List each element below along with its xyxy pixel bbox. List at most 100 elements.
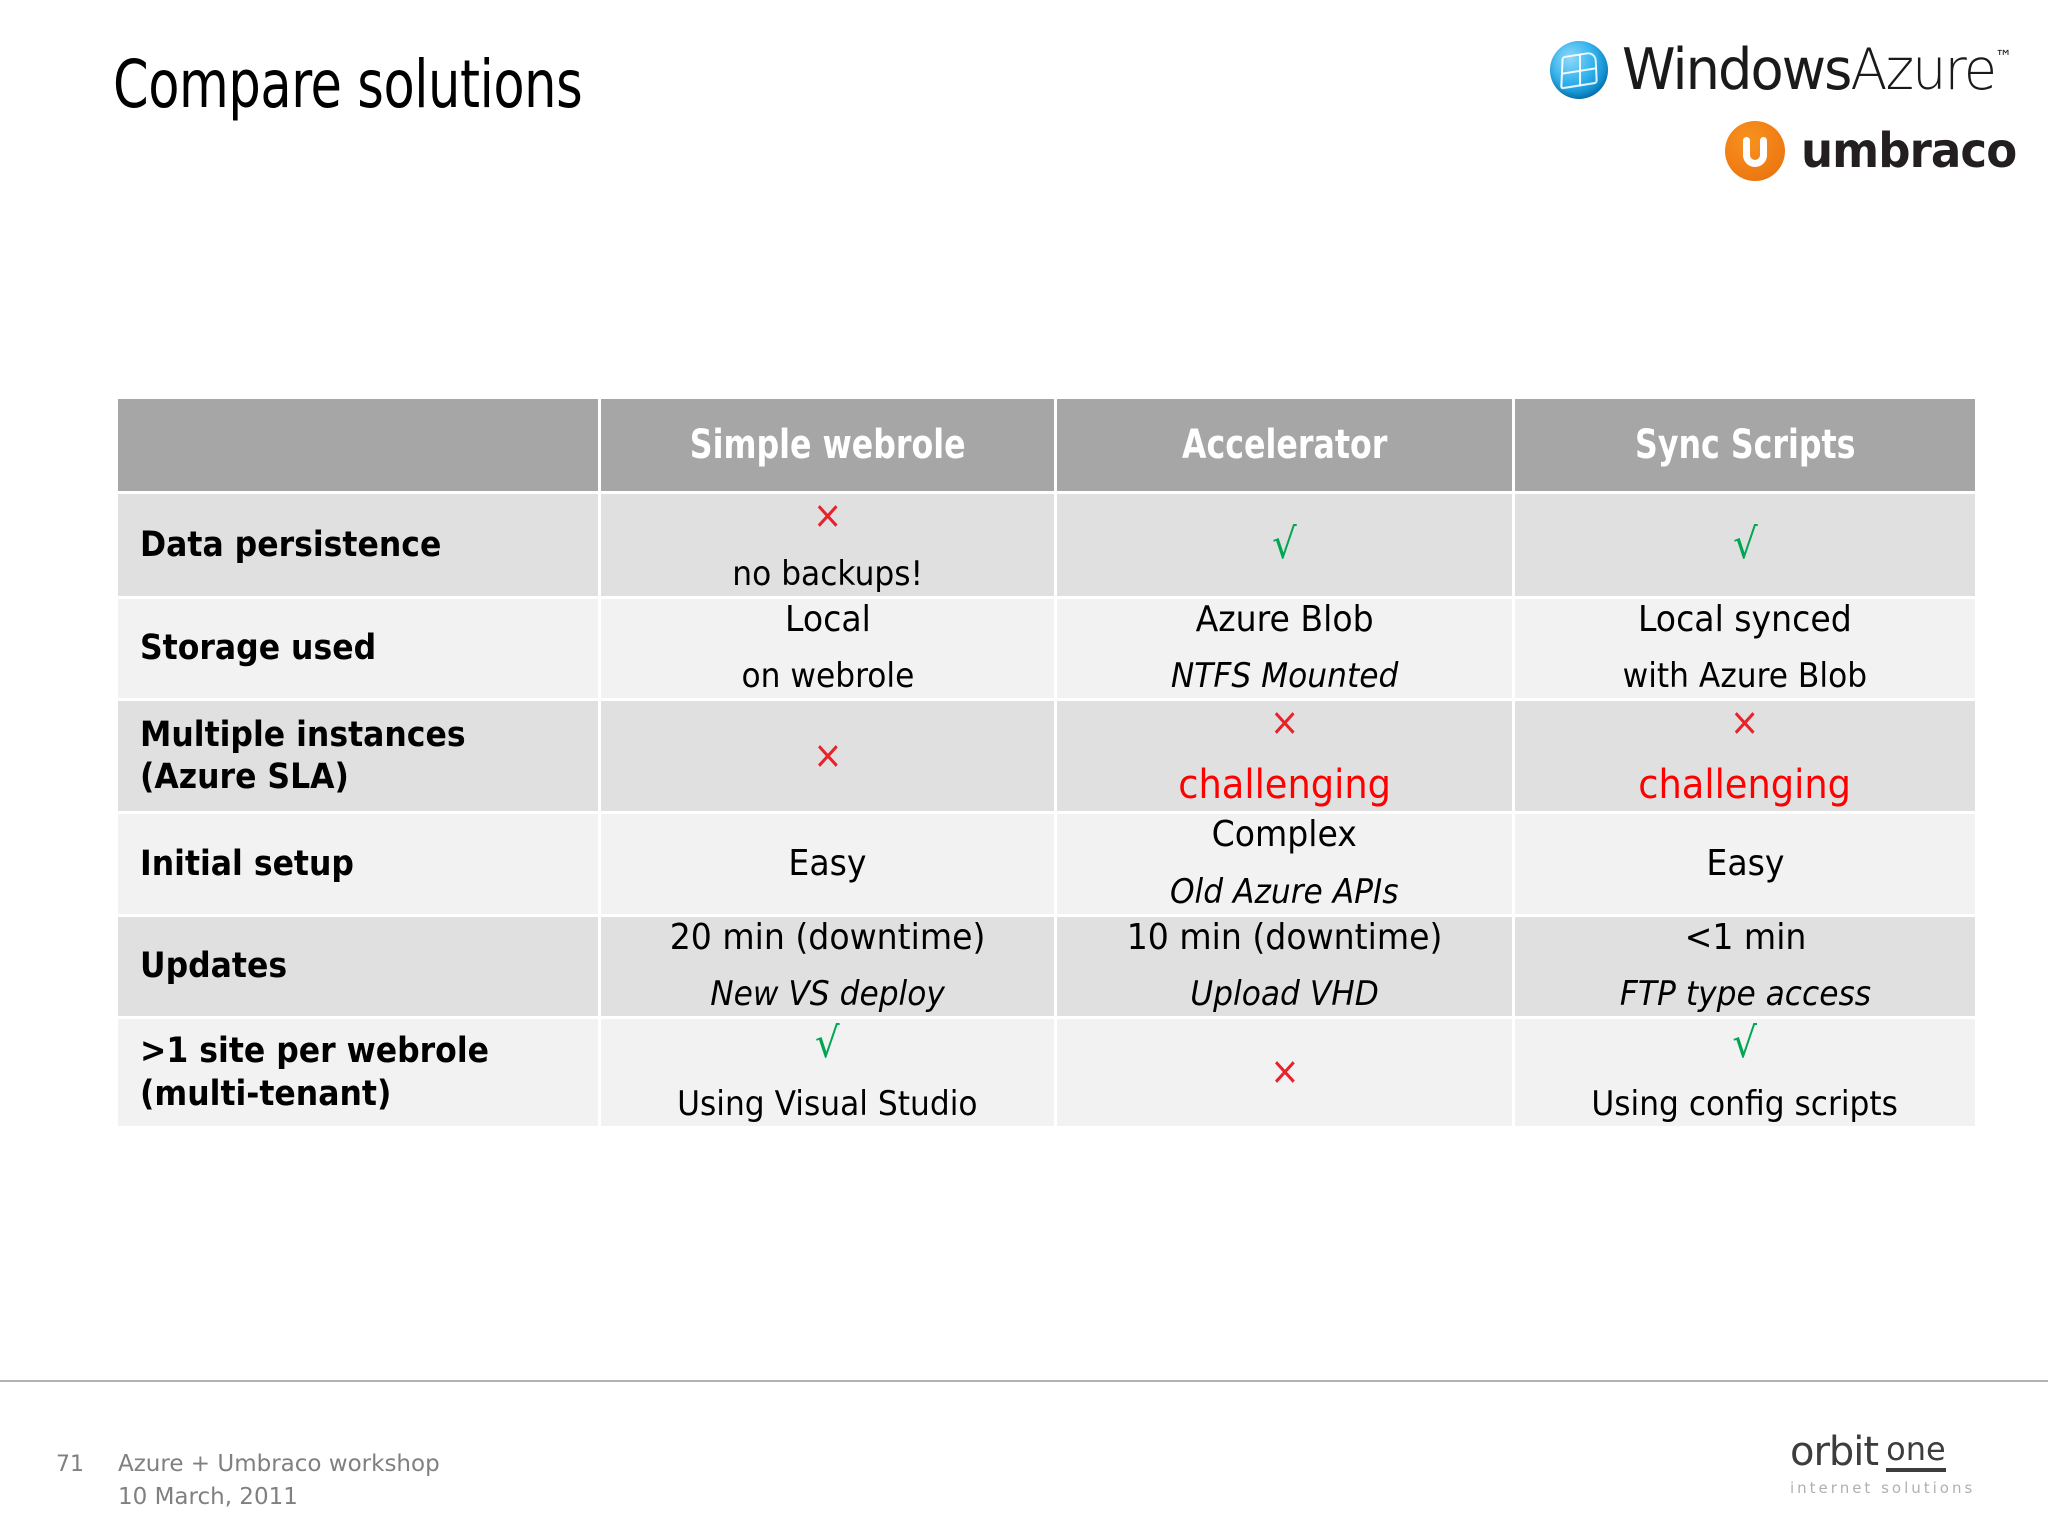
orbit-tagline: internet solutions xyxy=(1790,1479,1976,1497)
cell-secondary-text: challenging xyxy=(1178,762,1391,809)
column-header-simple-webrole: Simple webrole xyxy=(601,399,1057,494)
azure-wordmark: WindowsAzure™ xyxy=(1622,41,2013,99)
cell-content: √ xyxy=(1733,520,1758,569)
cell-content: × xyxy=(1269,1048,1300,1094)
cell-primary-text: 20 min (downtime) xyxy=(669,916,986,958)
table-cell: × xyxy=(601,701,1057,815)
cell-content: √ Using Visual Studio xyxy=(677,1018,978,1125)
trademark-icon: ™ xyxy=(1995,46,2013,68)
orbit-one-wordmark: one xyxy=(1886,1433,1946,1472)
row-header: >1 site per webrole(multi-tenant) xyxy=(118,1019,601,1129)
table-cell: √Using config scripts xyxy=(1515,1018,1975,1129)
row-header-label: Updates xyxy=(140,946,288,987)
table-cell: × xyxy=(1057,1019,1515,1129)
cell-secondary-text: on webrole xyxy=(741,656,914,697)
cell-primary-text: Local xyxy=(784,598,871,640)
row-header: Initial setup xyxy=(118,814,601,917)
cell-content: 20 min (downtime) New VS deploy xyxy=(670,917,986,1017)
page-number: 71 xyxy=(56,1452,84,1477)
table-row: Multiple instances(Azure SLA) × × challengi… xyxy=(118,701,1975,815)
table-cell: √ xyxy=(1057,494,1515,599)
cell-primary-text: Azure Blob xyxy=(1195,598,1374,640)
cell-secondary-text: Using config scripts xyxy=(1591,1083,1899,1124)
table-cell: ×no backups! xyxy=(601,493,1057,599)
orbit-one-logo: orbit one internet solutions xyxy=(1790,1432,2010,1497)
cell-primary-text: <1 min xyxy=(1684,916,1806,958)
table-cell: Local synced with Azure Blob xyxy=(1515,598,1975,702)
row-header-sublabel: (multi-tenant) xyxy=(140,1073,392,1114)
cell-content: Local on webrole xyxy=(741,599,914,699)
table-header-row: Simple webrole Accelerator Sync Scripts xyxy=(118,399,1975,494)
footer-meta: Azure + Umbraco workshop 10 March, 2011 xyxy=(118,1448,440,1515)
cell-content: Local synced with Azure Blob xyxy=(1623,599,1867,699)
cell-content: √Using config scripts xyxy=(1591,1018,1899,1125)
table-row: Updates 20 min (downtime) New VS deploy 10 … xyxy=(118,916,1975,1020)
umbraco-u-curve xyxy=(1743,151,1767,167)
check-icon: √ xyxy=(1272,519,1297,569)
cell-primary-text: Complex xyxy=(1211,814,1358,856)
table-cell: 10 min (downtime) Upload VHD xyxy=(1057,916,1515,1020)
azure-word-azure: Azure xyxy=(1850,36,1997,103)
cell-content: × xyxy=(812,732,843,778)
cell-secondary-text: New VS deploy xyxy=(710,974,945,1015)
cell-primary-text: Local synced xyxy=(1638,598,1852,640)
cross-icon: × xyxy=(1269,1048,1300,1093)
cell-primary-text: 10 min (downtime) xyxy=(1126,916,1443,958)
table-cell: √ xyxy=(1515,494,1975,599)
table-corner-cell xyxy=(118,399,601,494)
table-row: >1 site per webrole(multi-tenant)√Using … xyxy=(118,1018,1975,1129)
table-cell: √ Using Visual Studio xyxy=(601,1018,1057,1129)
row-header: Multiple instances(Azure SLA) xyxy=(118,701,601,815)
cell-secondary-text: Upload VHD xyxy=(1190,974,1379,1015)
row-header-label: Multiple instances xyxy=(140,714,466,755)
cell-content: ×no backups! xyxy=(732,493,923,596)
check-icon: √ xyxy=(815,1018,840,1068)
table-cell: Easy xyxy=(1515,814,1975,917)
row-header: Storage used xyxy=(118,598,601,702)
row-header-sublabel: (Azure SLA) xyxy=(140,757,349,798)
footer-divider xyxy=(0,1380,2048,1382)
row-header-label: >1 site per webrole xyxy=(140,1030,489,1071)
cross-icon: × xyxy=(812,732,843,777)
cell-content: Easy xyxy=(788,843,866,884)
row-header-label: Data persistence xyxy=(140,524,442,565)
row-header-label: Storage used xyxy=(140,628,377,669)
cell-secondary-text: no backups! xyxy=(732,553,923,594)
cell-content: Easy xyxy=(1706,843,1784,884)
table-cell: × challenging xyxy=(1515,701,1975,815)
windows-flag-icon xyxy=(1550,41,1608,99)
cell-content: × challenging xyxy=(1639,701,1852,811)
umbraco-logo: umbraco xyxy=(1725,120,2030,182)
cell-secondary-text: Old Azure APIs xyxy=(1170,871,1399,912)
comparison-table: Simple webrole Accelerator Sync Scripts … xyxy=(118,399,1975,1129)
row-header-label: Initial setup xyxy=(140,843,354,884)
cell-secondary-text: Using Visual Studio xyxy=(677,1083,978,1124)
cross-icon: × xyxy=(1269,700,1300,745)
orbit-wordmark: orbit xyxy=(1790,1429,1879,1475)
umbraco-wordmark: umbraco xyxy=(1801,123,2017,179)
cell-secondary-text: challenging xyxy=(1638,762,1852,809)
cross-icon: × xyxy=(1730,700,1760,745)
windows-azure-logo: WindowsAzure™ xyxy=(1550,35,2033,105)
table-cell: × challenging xyxy=(1057,701,1515,815)
cell-content: 10 min (downtime) Upload VHD xyxy=(1127,917,1443,1017)
cell-secondary-text: with Azure Blob xyxy=(1622,656,1868,697)
cell-secondary-text: FTP type access xyxy=(1619,974,1871,1015)
table-header: Simple webrole Accelerator Sync Scripts xyxy=(118,399,1975,494)
page-title: Compare solutions xyxy=(113,46,583,123)
cell-content: × challenging xyxy=(1178,701,1391,811)
row-header: Data persistence xyxy=(118,494,601,599)
table-row: Data persistence ×no backups! √ √ xyxy=(118,493,1975,599)
table-cell: Easy xyxy=(601,814,1057,917)
column-header-accelerator: Accelerator xyxy=(1057,399,1515,494)
cell-content: √ xyxy=(1272,519,1297,569)
orbit-logo-top: orbit one xyxy=(1790,1432,2010,1472)
